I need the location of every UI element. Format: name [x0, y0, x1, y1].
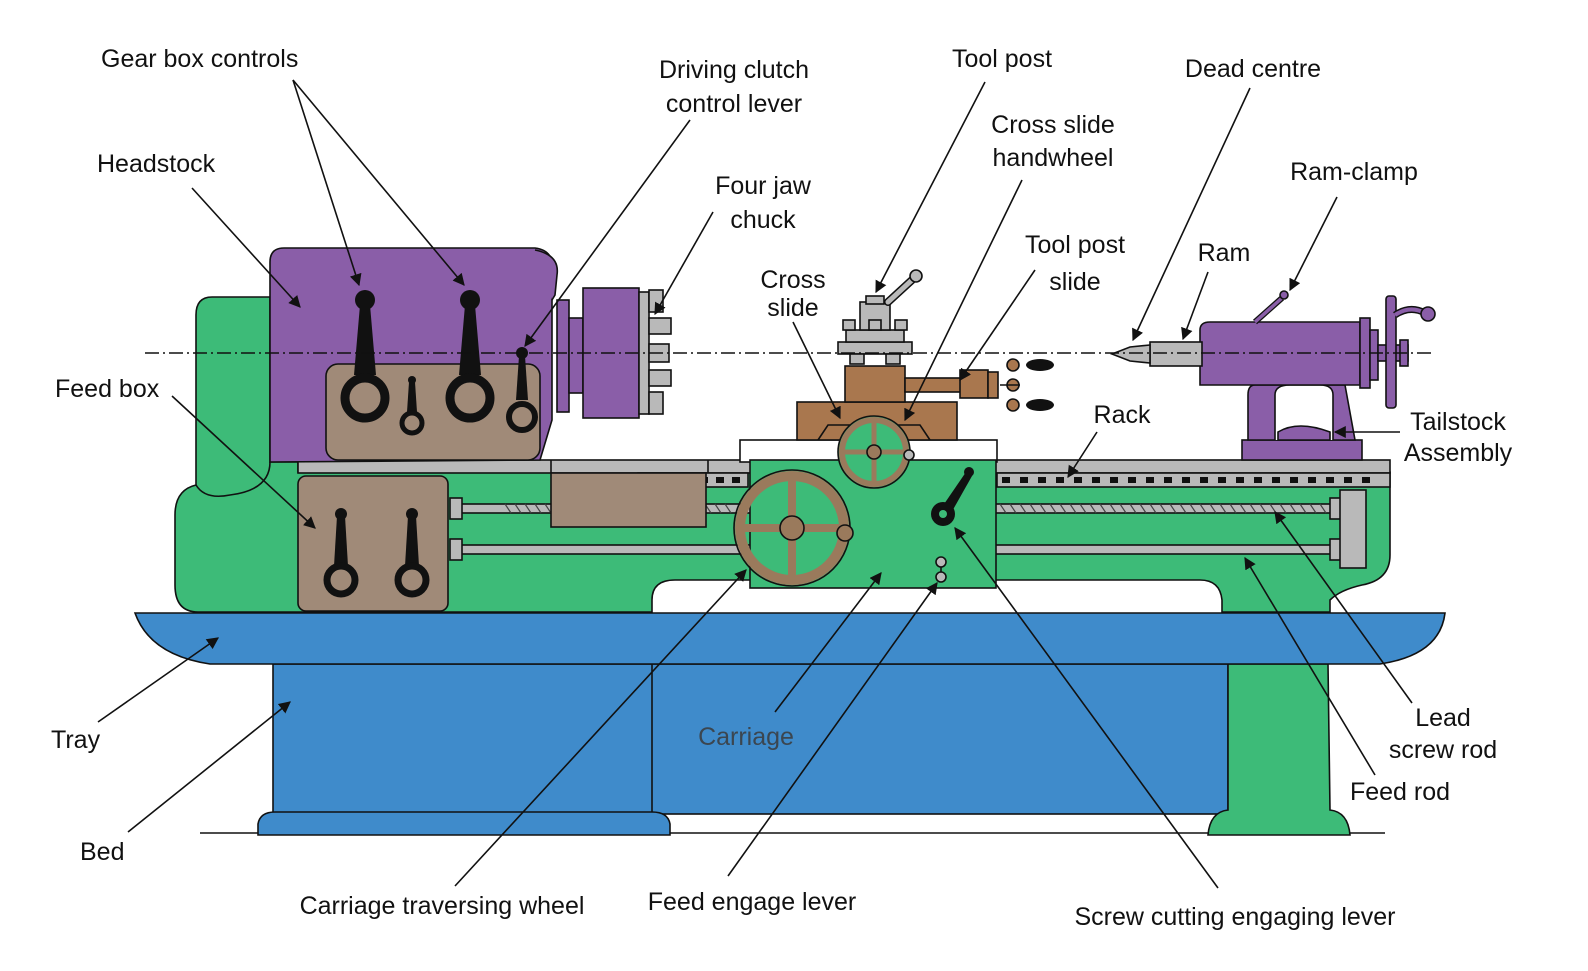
- ram: [1109, 341, 1203, 367]
- label-lead-screw-1: Lead: [1415, 704, 1471, 732]
- label-rack: Rack: [1094, 401, 1151, 429]
- label-driving-clutch-1: Driving clutch: [659, 56, 809, 84]
- carriage-traversing-wheel: [733, 469, 854, 587]
- label-cross-slide-1: Cross: [760, 266, 825, 294]
- tailstock-assembly: [1199, 290, 1436, 461]
- label-tool-post: Tool post: [952, 45, 1052, 73]
- label-tailstock-2: Assembly: [1404, 439, 1513, 467]
- tailstock-leg: [1207, 663, 1351, 836]
- label-dead-centre: Dead centre: [1185, 55, 1321, 83]
- tray: [133, 612, 1446, 665]
- label-cross-slide-2: slide: [767, 294, 818, 322]
- label-ram: Ram: [1198, 239, 1251, 267]
- dead-centre: [1109, 344, 1151, 364]
- label-tailstock-1: Tailstock: [1410, 408, 1506, 436]
- bed: [257, 663, 1229, 836]
- label-tray: Tray: [51, 726, 101, 754]
- label-gear-box-controls: Gear box controls: [101, 45, 298, 73]
- label-bed: Bed: [80, 838, 124, 866]
- apron-block: [550, 472, 707, 528]
- screw-cutting-lever: [931, 467, 974, 526]
- label-carriage-traversing-wheel: Carriage traversing wheel: [300, 892, 585, 920]
- label-four-jaw-1: Four jaw: [715, 172, 812, 200]
- label-tool-post-slide-1: Tool post: [1025, 231, 1125, 259]
- cross-slide-handwheel: [837, 415, 915, 489]
- feed-engage-lever: [935, 556, 947, 583]
- bed-frame: [174, 296, 1391, 613]
- tool-post: [837, 269, 923, 365]
- label-feed-rod: Feed rod: [1350, 778, 1450, 806]
- feed-box: [297, 475, 449, 612]
- label-driving-clutch-2: control lever: [666, 90, 802, 118]
- label-screw-cutting-lever: Screw cutting engaging lever: [1074, 903, 1395, 931]
- label-cross-slide-handwheel-1: Cross slide: [991, 111, 1115, 139]
- label-headstock: Headstock: [97, 150, 216, 178]
- headstock: [269, 247, 559, 463]
- end-bracket: [1339, 489, 1367, 569]
- leader-lines: [97, 79, 1413, 889]
- label-feed-box: Feed box: [55, 375, 160, 403]
- label-ram-clamp: Ram-clamp: [1290, 158, 1418, 186]
- label-tool-post-slide-2: slide: [1049, 268, 1100, 296]
- label-carriage: Carriage: [698, 723, 794, 751]
- label-four-jaw-2: chuck: [730, 206, 796, 234]
- label-lead-screw-2: screw rod: [1389, 736, 1497, 764]
- bed-foot-left: [257, 811, 671, 836]
- label-cross-slide-handwheel-2: handwheel: [993, 144, 1114, 172]
- label-feed-engage-lever: Feed engage lever: [648, 888, 856, 916]
